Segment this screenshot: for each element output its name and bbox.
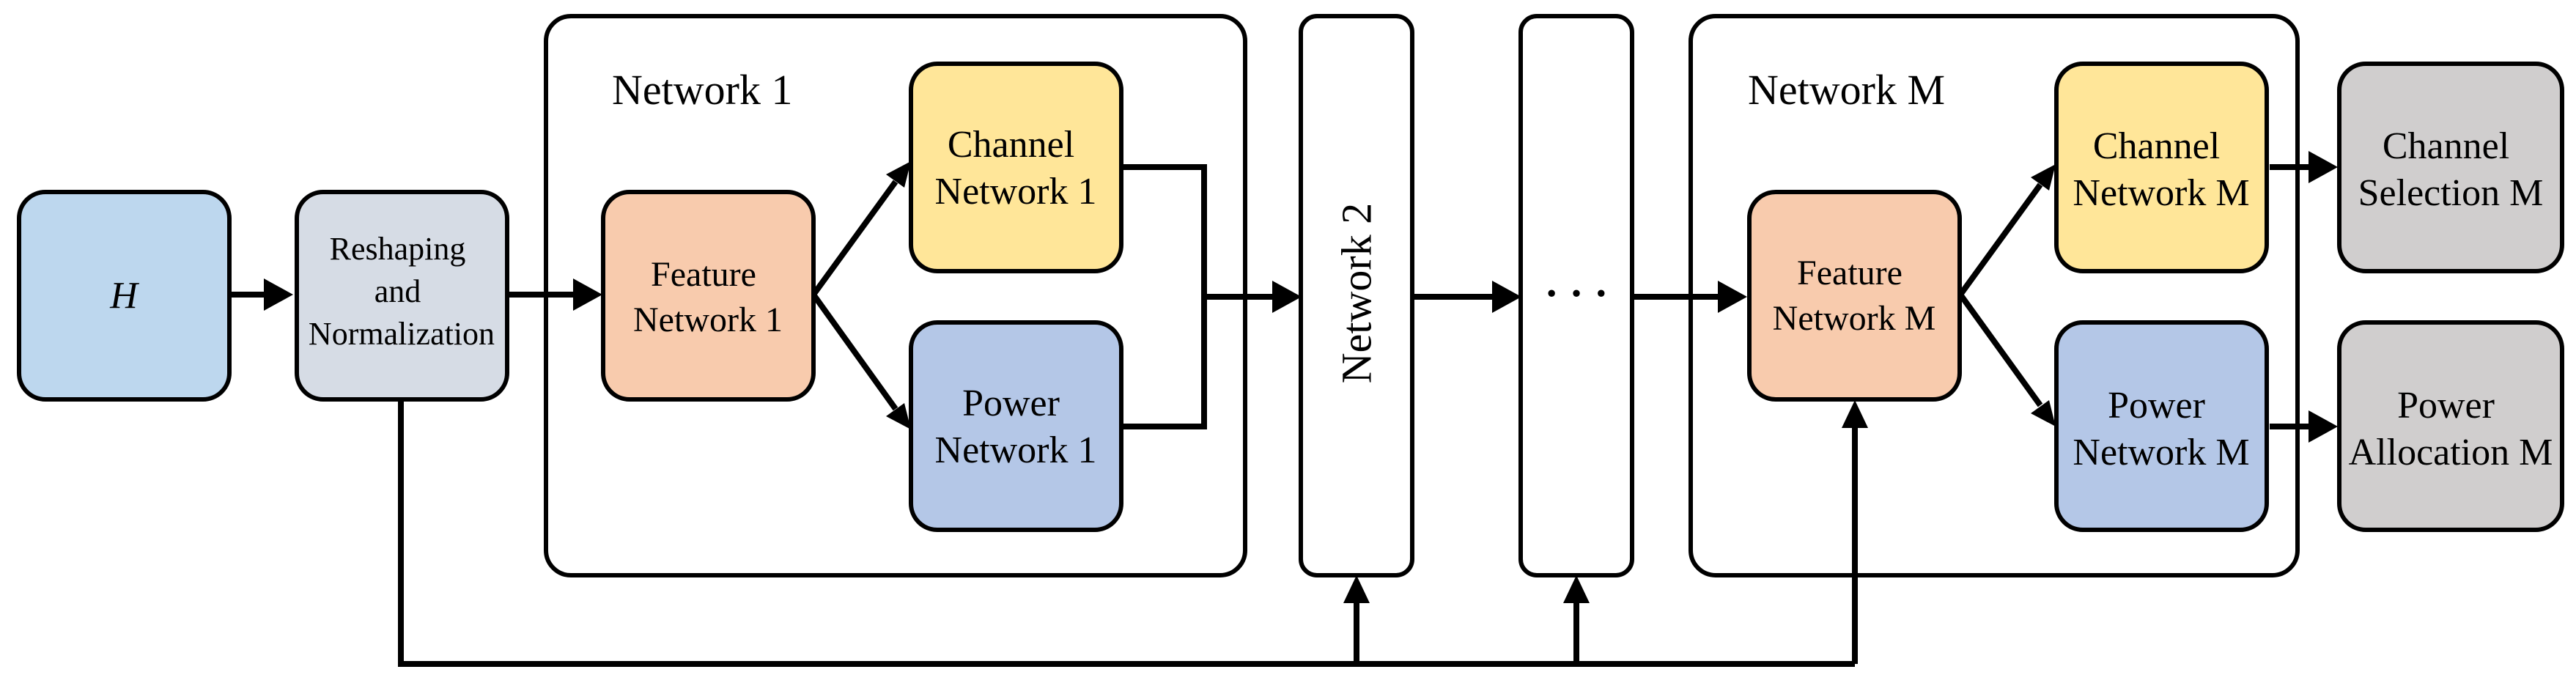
network-1-title: Network 1 (612, 66, 792, 114)
arrowhead-power-1 (886, 403, 911, 429)
power-network-1-label: Power Network 1 (935, 383, 1097, 471)
feature-network-1-line-2: Network 1 (633, 300, 783, 339)
power-allocation-m-line-2: Allocation M (2349, 432, 2553, 473)
arrowhead-channel-selection (2309, 151, 2338, 183)
ellipsis-label: · · · (1544, 270, 1608, 317)
connector-feature-m-to-channel-m (1957, 182, 2043, 297)
feature-network-m-label: Feature Network M (1773, 254, 1936, 338)
feature-network-1-line-1: Feature (651, 255, 756, 294)
channel-selection-m-label: Channel Selection M (2358, 125, 2544, 214)
channel-network-m-block (2054, 62, 2269, 273)
feature-network-m-block (1747, 190, 1962, 402)
connector-feature-m-to-power-m (1957, 292, 2043, 407)
arrowhead-channel-1 (886, 161, 911, 188)
reshape-line-1: Reshaping (330, 231, 466, 267)
skip-connection-bus (398, 402, 1855, 667)
power-network-m-label: Power Network M (2073, 385, 2249, 473)
arrowhead-feature-1 (573, 278, 602, 311)
reshape-line-3: Normalization (309, 316, 495, 352)
feature-network-1-label: Feature Network 1 (633, 255, 783, 339)
channel-network-m-line-2: Network M (2073, 172, 2249, 214)
network-2-label: Network 2 (1333, 203, 1381, 383)
channel-selection-m-line-1: Channel (2383, 125, 2509, 167)
power-network-m-line-1: Power (2108, 385, 2205, 427)
arrowhead-reshape (264, 278, 293, 311)
connector-feature-1-to-power-1 (811, 292, 898, 411)
power-network-m-block (2054, 320, 2269, 532)
channel-selection-m-block (2337, 62, 2564, 273)
connector-feature-1-to-channel-1 (811, 180, 898, 297)
channel-network-1-line-2: Network 1 (935, 171, 1097, 213)
power-allocation-m-label: Power Allocation M (2349, 385, 2553, 473)
arrowhead-feature-m (1718, 281, 1747, 313)
arrowhead-ellipsis (1492, 281, 1521, 313)
arrowhead-skip-ellipsis (1563, 575, 1590, 603)
arrowhead-power-m (2031, 400, 2056, 427)
input-h-block (17, 190, 232, 402)
reshape-line-2: and (374, 273, 421, 309)
channel-network-1-label: Channel Network 1 (935, 124, 1097, 213)
power-network-m-line-2: Network M (2073, 432, 2249, 473)
arrowhead-channel-m (2031, 164, 2056, 191)
input-h-label: H (109, 276, 139, 317)
feature-network-1-block (601, 190, 816, 402)
channel-selection-m-line-2: Selection M (2358, 172, 2544, 214)
power-allocation-m-block (2337, 320, 2564, 532)
network-m-title: Network M (1748, 66, 1945, 114)
channel-network-m-label: Channel Network M (2073, 125, 2249, 214)
feature-network-m-line-1: Feature (1797, 254, 1903, 292)
arrowhead-skip-network-2 (1343, 575, 1370, 603)
channel-network-m-line-1: Channel (2093, 125, 2220, 167)
reshape-normalize-label: Reshaping and Normalization (309, 231, 495, 352)
arrowhead-skip-feature-m (1842, 400, 1868, 428)
power-network-1-block (909, 320, 1123, 532)
channel-network-1-line-1: Channel (948, 124, 1074, 166)
reshape-normalize-block (295, 190, 509, 402)
channel-network-1-block (909, 62, 1123, 273)
power-network-1-line-1: Power (962, 383, 1060, 424)
power-network-1-line-2: Network 1 (935, 429, 1097, 471)
power-allocation-m-line-1: Power (2397, 385, 2495, 427)
arrowhead-power-allocation (2309, 410, 2338, 443)
arrowhead-network-2 (1272, 281, 1302, 313)
feature-network-m-line-2: Network M (1773, 299, 1936, 338)
